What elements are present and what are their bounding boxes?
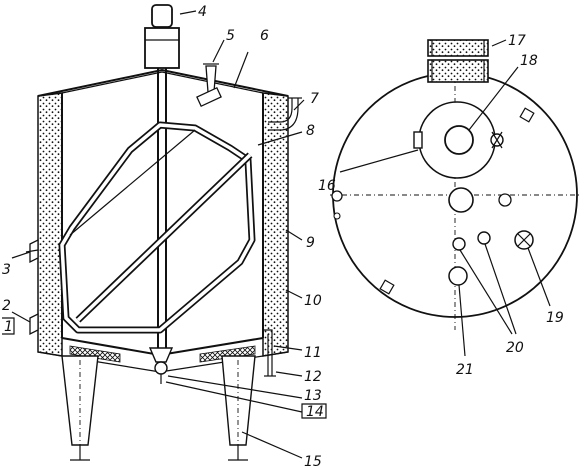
label-15: 15 <box>304 454 322 469</box>
label-7: 7 <box>310 91 319 107</box>
label-5: 5 <box>226 28 235 44</box>
handle-upper <box>427 39 489 57</box>
gear-motor-body <box>144 27 180 69</box>
conical-lid <box>37 68 289 97</box>
sample-valve <box>29 312 39 336</box>
label-3: 3 <box>2 262 11 278</box>
label-18: 18 <box>520 53 538 69</box>
label-9: 9 <box>306 235 315 251</box>
part-labels: 4 5 6 7 8 9 10 11 12 13 14 15 3 2 1 17 1… <box>2 4 564 469</box>
shaft-hole <box>444 125 474 155</box>
top-fitting <box>205 65 217 93</box>
label-8: 8 <box>306 123 315 139</box>
outlet-pipe <box>263 329 273 376</box>
label-17: 17 <box>508 33 526 49</box>
inlet-pipe <box>268 98 293 123</box>
right-insulation-wall <box>262 92 289 357</box>
motor-cap <box>151 4 173 28</box>
right-leg <box>221 355 256 446</box>
label-13: 13 <box>304 388 322 404</box>
label-12: 12 <box>304 369 322 385</box>
fitting-20a <box>452 237 466 251</box>
drain-valve <box>148 347 174 363</box>
label-2: 2 <box>2 298 11 314</box>
left-insulation-wall <box>37 92 63 357</box>
label-21: 21 <box>456 362 474 378</box>
label-20: 20 <box>506 340 524 356</box>
label-10: 10 <box>304 293 322 309</box>
top-view <box>330 39 582 330</box>
label-6: 6 <box>260 28 269 44</box>
label-19: 19 <box>546 310 564 326</box>
center-port <box>448 187 474 213</box>
label-14: 14 <box>306 404 324 420</box>
fitting-20b <box>477 231 491 245</box>
label-11: 11 <box>304 345 322 361</box>
side-view <box>25 4 302 461</box>
handle-lower <box>427 59 489 83</box>
label-16: 16 <box>318 178 336 194</box>
leader-lines <box>2 10 551 459</box>
label-4: 4 <box>198 4 207 20</box>
label-1: 1 <box>4 319 13 335</box>
fitting-21 <box>448 266 468 286</box>
